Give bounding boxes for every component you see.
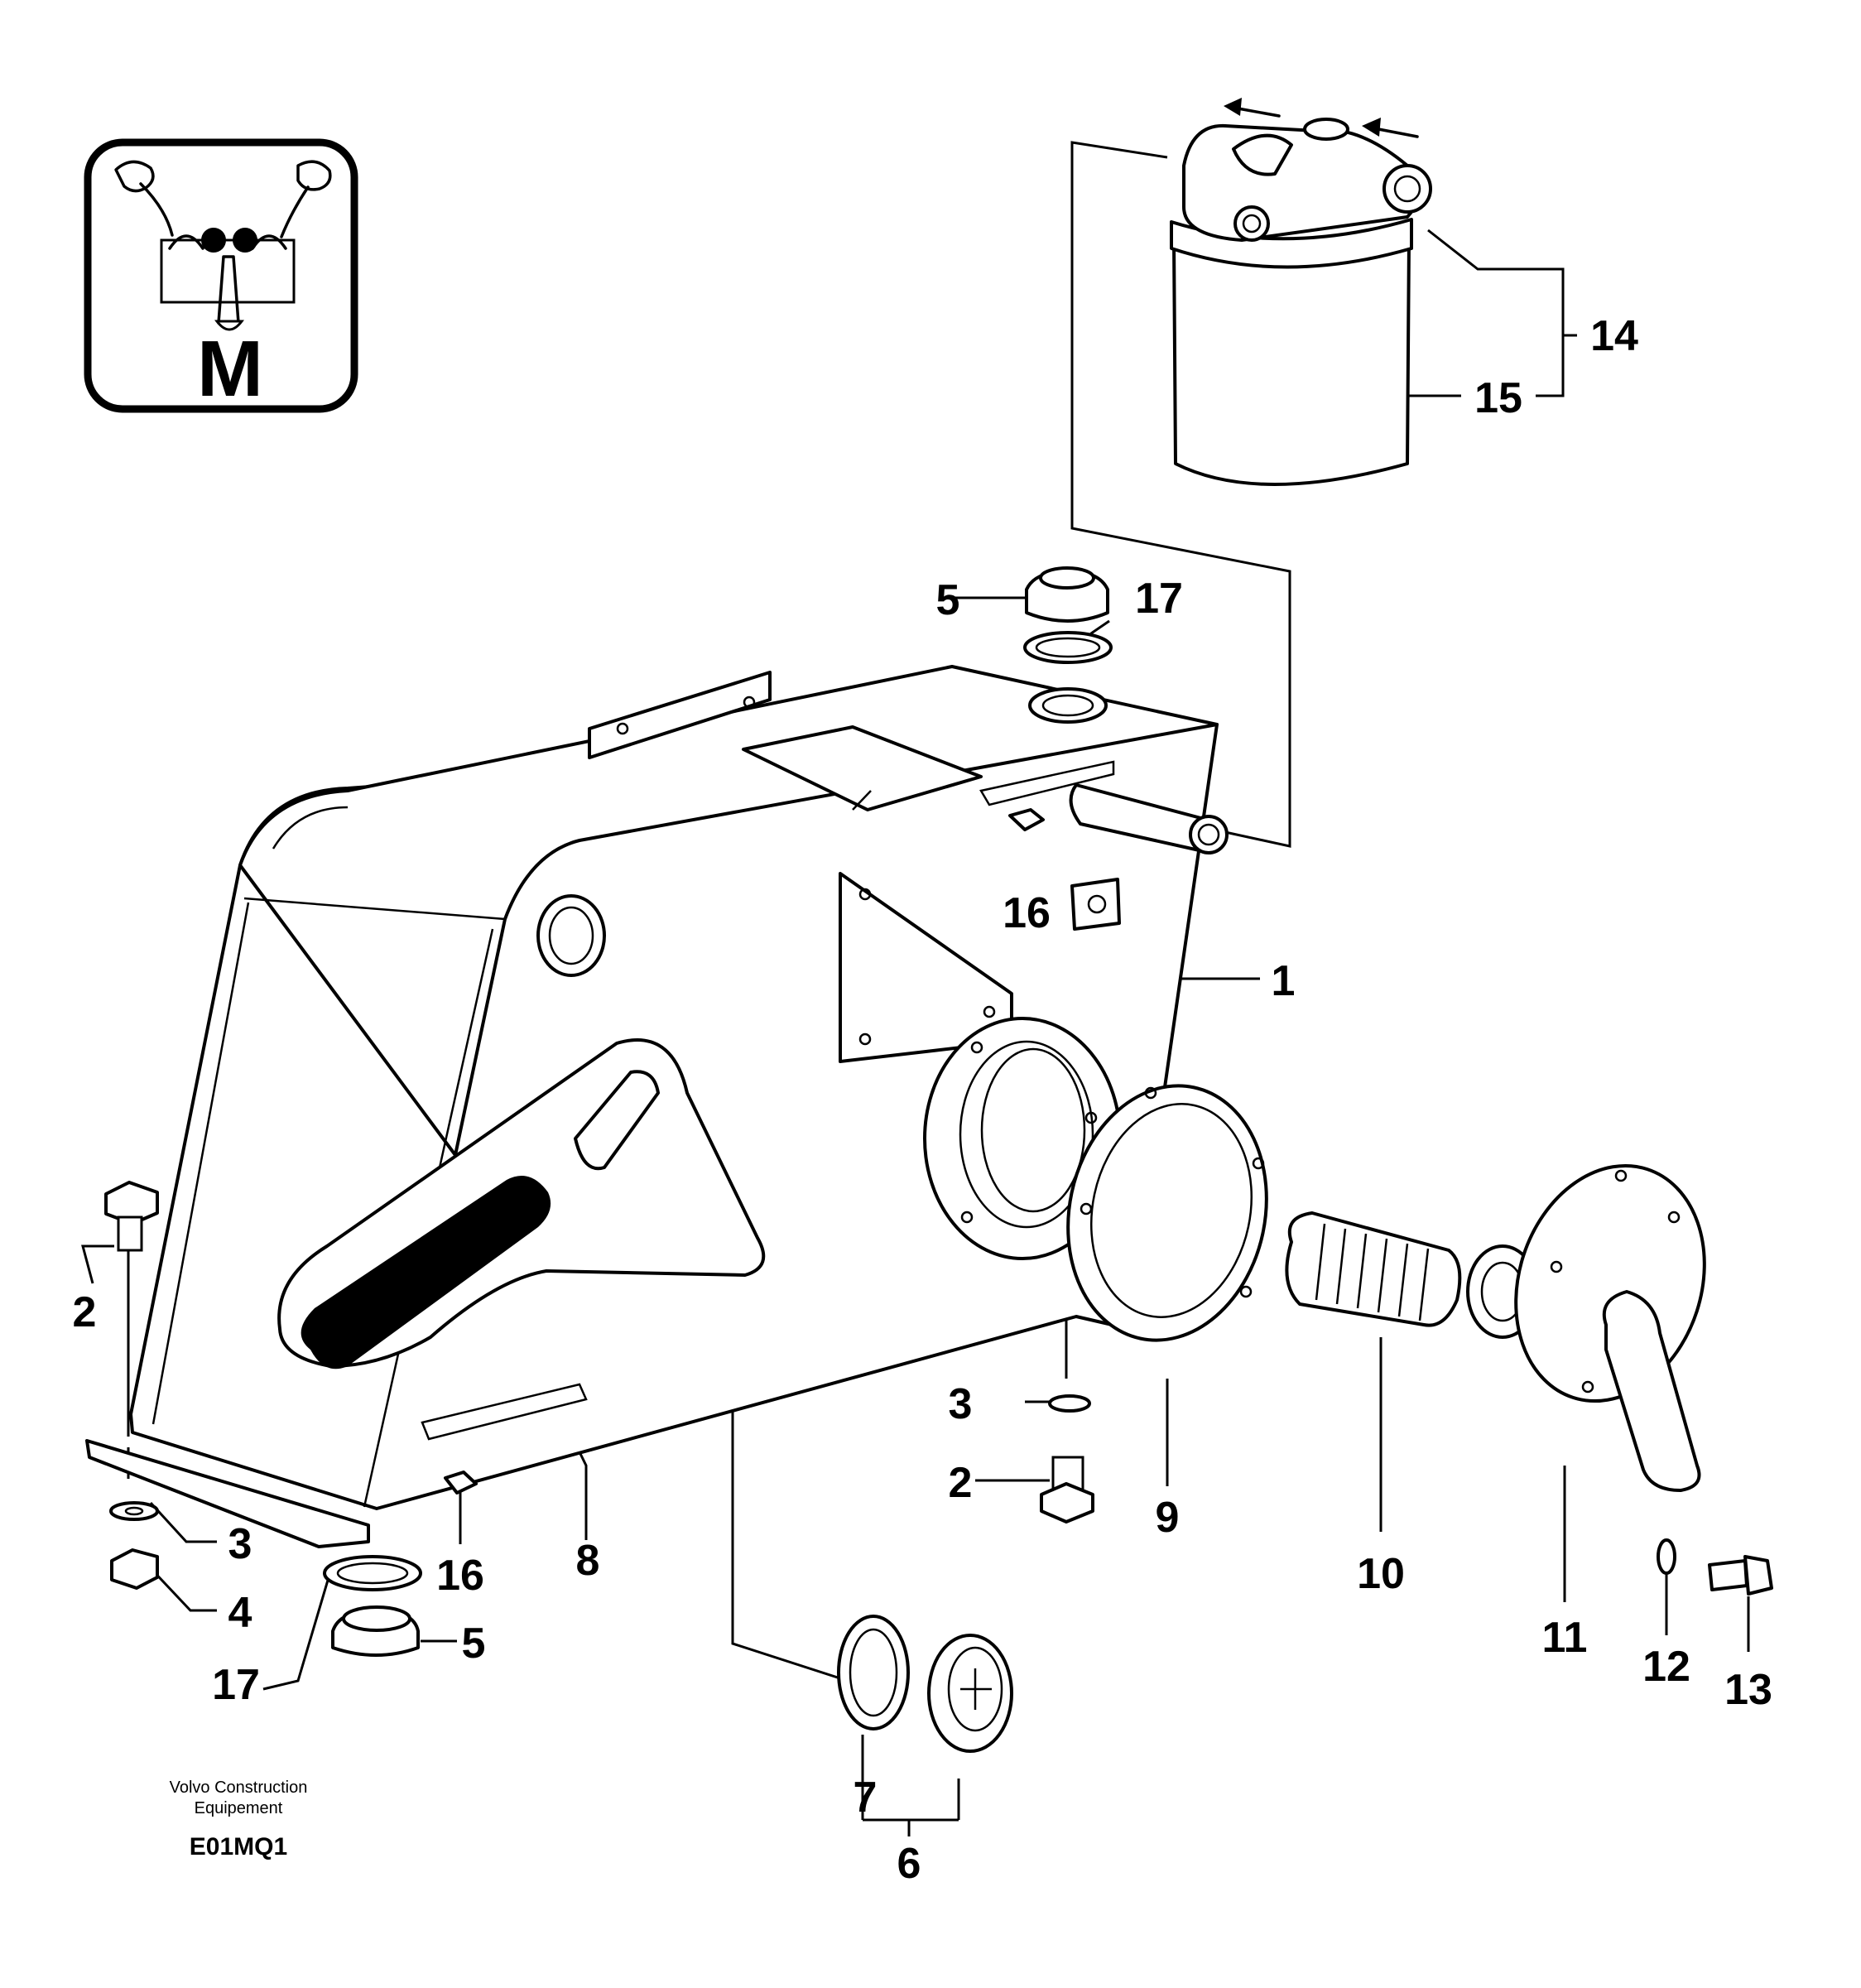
callout-17-top: 17 xyxy=(1135,575,1183,623)
callout-5-top: 5 xyxy=(936,576,960,624)
suction-strainer-assembly xyxy=(1066,1084,1706,1492)
machine-type-badge: M xyxy=(84,138,358,413)
company-name-line2: Equipement xyxy=(195,1799,283,1817)
callout-12: 12 xyxy=(1642,1643,1690,1691)
callout-1: 1 xyxy=(1272,957,1296,1005)
company-name-line1: Volvo Construction xyxy=(170,1779,308,1797)
hydraulic-tank xyxy=(85,665,1229,1548)
drawing-code: E01MQ1 xyxy=(190,1833,287,1860)
filler-cap-top xyxy=(1023,566,1113,664)
callout-17-bottom: 17 xyxy=(212,1661,260,1709)
callout-16-bottom: 16 xyxy=(436,1552,484,1600)
callout-6: 6 xyxy=(897,1840,921,1888)
joystick-controls-icon xyxy=(114,160,332,331)
callout-4: 4 xyxy=(228,1589,252,1637)
callout-3-left: 3 xyxy=(228,1520,252,1568)
callout-11: 11 xyxy=(1542,1614,1588,1662)
callout-5-bottom: 5 xyxy=(462,1620,486,1668)
callout-10: 10 xyxy=(1357,1550,1405,1598)
return-filter-assembly xyxy=(1170,98,1432,486)
callout-13: 13 xyxy=(1724,1666,1772,1714)
callout-14: 14 xyxy=(1590,312,1638,360)
callout-3-right: 3 xyxy=(949,1380,973,1428)
callout-8: 8 xyxy=(576,1537,600,1585)
badge-letter: M xyxy=(197,325,263,413)
callout-15: 15 xyxy=(1474,374,1522,422)
drain-plug-assembly xyxy=(837,1615,1013,1753)
hardware-parts xyxy=(104,808,1773,1657)
callout-2-right: 2 xyxy=(949,1459,973,1507)
callout-labels: 1 2 2 3 3 4 5 5 6 7 8 9 10 11 12 13 14 1… xyxy=(73,312,1772,1888)
callout-7: 7 xyxy=(854,1774,878,1822)
drawing-footer: Volvo Construction Equipement E01MQ1 xyxy=(170,1779,308,1860)
callout-2-left: 2 xyxy=(73,1288,97,1336)
callout-16-top: 16 xyxy=(1003,889,1051,937)
callout-9: 9 xyxy=(1156,1494,1180,1542)
